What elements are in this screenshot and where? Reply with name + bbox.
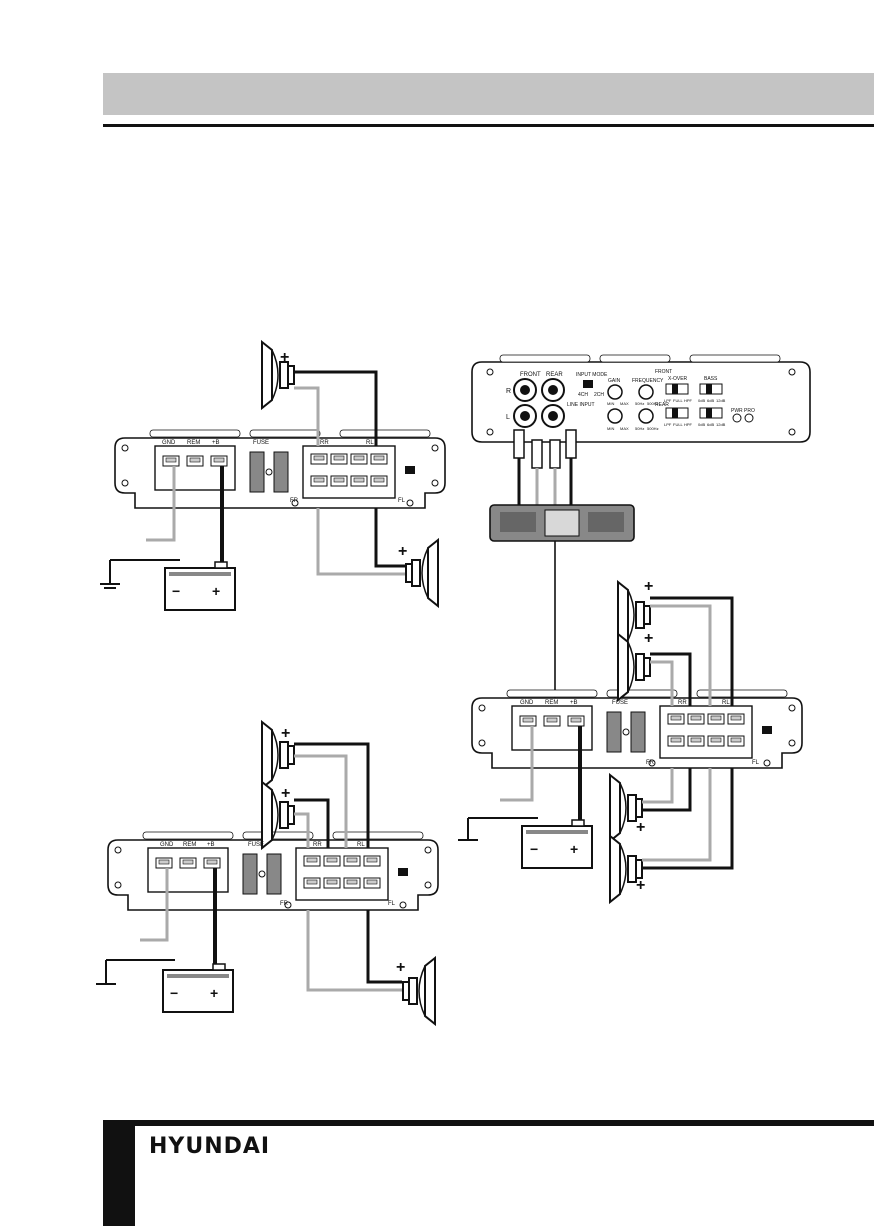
d2-plus-3: + (396, 959, 405, 976)
d3-500hz-1: 500Hz (647, 401, 659, 406)
d2-plus-2: + (281, 785, 290, 802)
d2-b-label: +B (207, 842, 215, 848)
d3-12db-2: 12dB (716, 422, 726, 427)
d3-rear-small-label: REAR (655, 402, 669, 408)
d2-gnd-label: GND (160, 842, 174, 848)
d3-plus-4: + (636, 877, 645, 894)
d3-plus-1: + (644, 578, 653, 595)
d1-plus-top: + (280, 349, 289, 366)
brand-logo: HYUNDAI (149, 1134, 271, 1159)
d3-0db-2: 0dB (698, 422, 705, 427)
d1-battery-minus: − (172, 583, 180, 599)
d1-plus-bottom: + (398, 543, 407, 560)
d3-xover-label: X-OVER (668, 376, 688, 382)
header-band (103, 73, 874, 115)
d3-pro-label: PRO (744, 408, 755, 414)
d3-max-1: MAX (620, 401, 629, 406)
d3-gnd-label: GND (520, 700, 534, 706)
d3-input-mode-label: INPUT MODE (576, 372, 608, 378)
footer: HYUNDAI (103, 1120, 874, 1226)
d1-fl-label: FL (398, 498, 406, 504)
d1-b-label: +B (212, 440, 220, 446)
d3-frequency-label: FREQUENCY (632, 378, 664, 384)
d3-12db-1: 12dB (716, 398, 726, 403)
d2-rl-label: RL (357, 842, 365, 848)
d3-front-label: FRONT (520, 372, 541, 378)
footer-side-bar (103, 1120, 135, 1226)
d3-500hz-2: 500Hz (647, 426, 659, 431)
d3-min-2: MIN (607, 426, 614, 431)
d1-fr-label: FR (290, 498, 299, 504)
d1-fuse-label: FUSE (253, 440, 269, 446)
d3-4ch-label: 4CH (578, 392, 588, 398)
d3-50hz-2: 50Hz (635, 426, 644, 431)
d3-rl-label: RL (722, 700, 730, 706)
d3-hpf-1: HPF (684, 398, 693, 403)
d3-fuse-label: FUSE (612, 700, 628, 706)
footer-rule (103, 1120, 874, 1126)
d3-front-small-label: FRONT (655, 369, 672, 375)
d3-full-1: FULL (673, 398, 684, 403)
diagram-amp-2 (96, 721, 438, 1025)
d3-pwr-label: PWR (731, 408, 743, 414)
d3-gain-label: GAIN (608, 378, 621, 384)
d1-rr-label: RR (320, 440, 329, 446)
d3-fl-label: FL (752, 760, 760, 766)
header-rule (103, 124, 874, 127)
d1-rem-label: REM (187, 440, 200, 446)
diagram-amp-1 (100, 341, 445, 611)
d3-max-2: MAX (620, 426, 629, 431)
d2-rr-label: RR (313, 842, 322, 848)
d3-rem-label: REM (545, 700, 558, 706)
d2-battery-plus: + (210, 985, 218, 1001)
d2-fuse-label: FUSE (248, 842, 264, 848)
d3-min-1: MIN (607, 401, 614, 406)
d3-50hz-1: 50Hz (635, 401, 644, 406)
d3-battery-plus: + (570, 841, 578, 857)
d3-l-label: L (506, 414, 510, 421)
d1-battery-plus: + (212, 583, 220, 599)
d3-plus-2: + (644, 630, 653, 647)
d3-lpf-1: LPF (664, 398, 672, 403)
d3-full-2: FULL (673, 422, 684, 427)
d3-b-label: +B (570, 700, 578, 706)
d3-bass-label: BASS (704, 376, 718, 382)
d3-hpf-2: HPF (684, 422, 693, 427)
d3-r-label: R (506, 388, 511, 395)
diagram-amp-3 (458, 354, 811, 903)
d3-rear-label: REAR (546, 372, 563, 378)
d3-fr-label: FR (646, 760, 655, 766)
d3-plus-3: + (636, 819, 645, 836)
d3-rr-label: RR (678, 700, 687, 706)
d2-plus-1: + (281, 725, 290, 742)
d3-6db-2: 6dB (707, 422, 714, 427)
d3-battery-minus: − (530, 841, 538, 857)
d2-fl-label: FL (388, 901, 396, 907)
d3-line-input-label: LINE INPUT (567, 402, 595, 408)
d1-gnd-label: GND (162, 440, 176, 446)
d2-battery-minus: − (170, 985, 178, 1001)
d3-0db-1: 0dB (698, 398, 705, 403)
d1-rl-label: RL (366, 440, 374, 446)
d2-rem-label: REM (183, 842, 196, 848)
d2-fr-label: FR (280, 901, 289, 907)
d3-6db-1: 6dB (707, 398, 714, 403)
d3-2ch-label: 2CH (594, 392, 604, 398)
d3-lpf-2: LPF (664, 422, 672, 427)
